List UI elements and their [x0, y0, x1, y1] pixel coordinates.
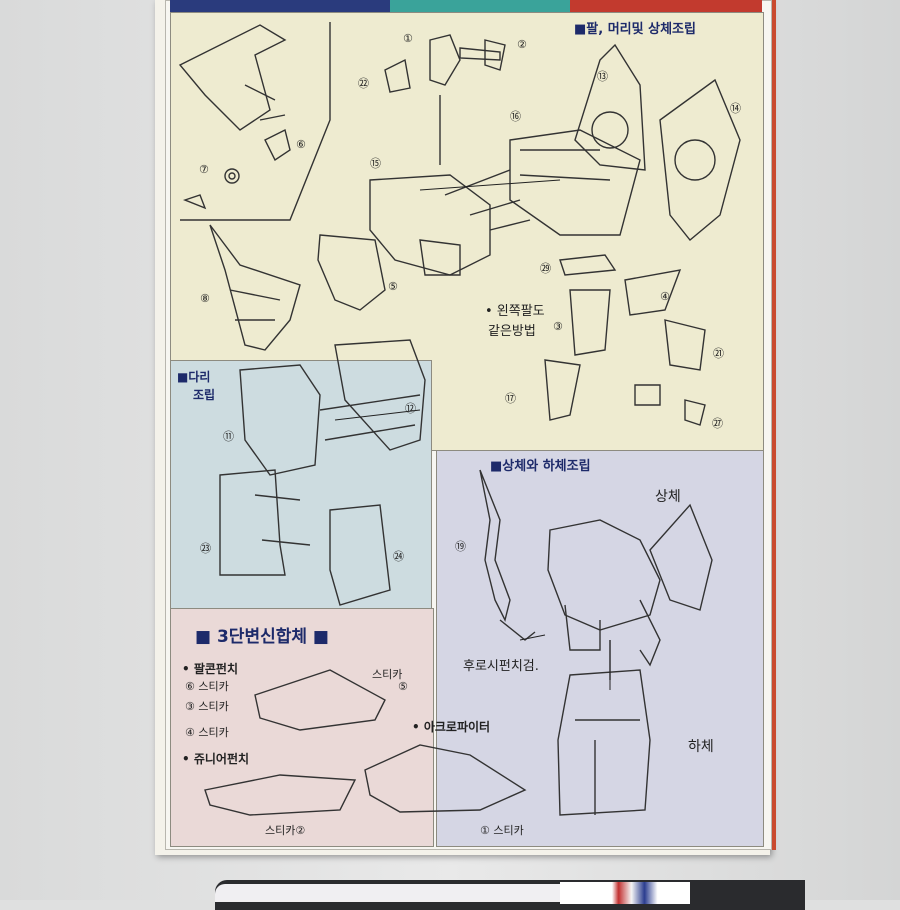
marker-pen-stripe [560, 882, 690, 904]
part-number: ⑮ [370, 157, 381, 170]
shoulder-piece-drawing [178, 24, 287, 131]
part-number: ㉗ [712, 417, 723, 430]
left-back-wing-drawing [574, 43, 646, 171]
upper-body-label: 상체 [655, 489, 681, 505]
marker-pen-label [215, 884, 565, 902]
sticker-4-label: ④ 스티카 [185, 726, 229, 739]
sword-drawing [479, 469, 511, 623]
arm-head-assembly-panel-extension [430, 360, 764, 451]
part-number: ㉒ [358, 77, 369, 90]
acro-fighter-vehicle-drawing [364, 744, 527, 813]
junior-punch-label: • 쥬니어펀치 [182, 752, 250, 766]
acro-fighter-label: • 아크로파이터 [412, 720, 491, 734]
falcon-punch-label: • 팔콘펀치 [182, 662, 239, 676]
leg-right-drawing [329, 504, 391, 606]
part-number: ⑤ [388, 280, 398, 293]
sticker-top-number: ⑤ [398, 680, 408, 693]
part-number: ⑦ [199, 163, 209, 176]
sword-label: 후로시펀치검. [463, 659, 539, 674]
leg-assembly-heading-line2: 조립 [193, 388, 216, 402]
sticker-1-label: ① 스티카 [480, 824, 524, 837]
chest-drawing [369, 174, 491, 276]
right-back-wing-drawing [659, 78, 741, 241]
part-number: ⑯ [510, 110, 521, 123]
robot-upper-drawing [547, 519, 661, 631]
part-number: ① [403, 32, 413, 45]
part-number: ⑪ [223, 430, 234, 443]
arm-upper-drawing [569, 289, 611, 356]
thigh-left-drawing [239, 364, 321, 476]
arm-head-assembly-heading: ■팔, 머리및 상체조립 [574, 22, 696, 37]
box-red-edge [768, 0, 776, 850]
robot-lower-drawing [557, 669, 651, 816]
part-number: ② [517, 38, 527, 51]
part-number: ⑫ [405, 402, 416, 415]
part-number: ⑲ [455, 540, 466, 553]
left-arm-note-line1: • 왼쪽팔도 [485, 304, 545, 319]
leg-assembly-panel [170, 360, 432, 610]
part-number: ⑬ [597, 70, 608, 83]
part-number: ⑧ [200, 292, 210, 305]
torso-drawing [509, 129, 641, 236]
sticker-2-label: 스티카② [265, 824, 306, 837]
sticker-6-label: ⑥ 스티카 [185, 680, 229, 693]
top-band-red [570, 0, 762, 12]
part-number: ④ [660, 290, 670, 303]
sticker-3-label: ③ 스티카 [185, 700, 229, 713]
leg-assembly-heading-line1: ■다리 [177, 370, 211, 384]
sticker-top-label: 스티카 [372, 668, 403, 681]
part-5-drawing [317, 234, 386, 311]
part-number: ③ [553, 320, 563, 333]
top-band-blue [170, 0, 390, 12]
transform-panel [170, 608, 434, 847]
part-number: ㉔ [393, 550, 404, 563]
lower-body-label: 하체 [688, 739, 714, 755]
part-number: ㉓ [200, 542, 211, 555]
part-number: ⑥ [296, 138, 306, 151]
part-number: ⑭ [730, 102, 741, 115]
junior-punch-vehicle-drawing [204, 774, 357, 816]
part-number: ㉑ [713, 347, 724, 360]
transform-heading: ■ 3단변신합체 ■ [195, 627, 329, 647]
leg-left-drawing [219, 469, 286, 576]
wing-piece-drawing [209, 224, 301, 351]
part-number: ㉙ [540, 262, 551, 275]
thigh-right-drawing [334, 339, 426, 451]
falcon-punch-vehicle-drawing [254, 669, 386, 731]
body-combine-heading: ■상체와 하체조립 [490, 459, 591, 474]
head-drawing [429, 34, 461, 86]
part-number: ⑰ [505, 392, 516, 405]
left-arm-note-line2: 같은방법 [488, 324, 536, 339]
top-band-teal [390, 0, 570, 12]
